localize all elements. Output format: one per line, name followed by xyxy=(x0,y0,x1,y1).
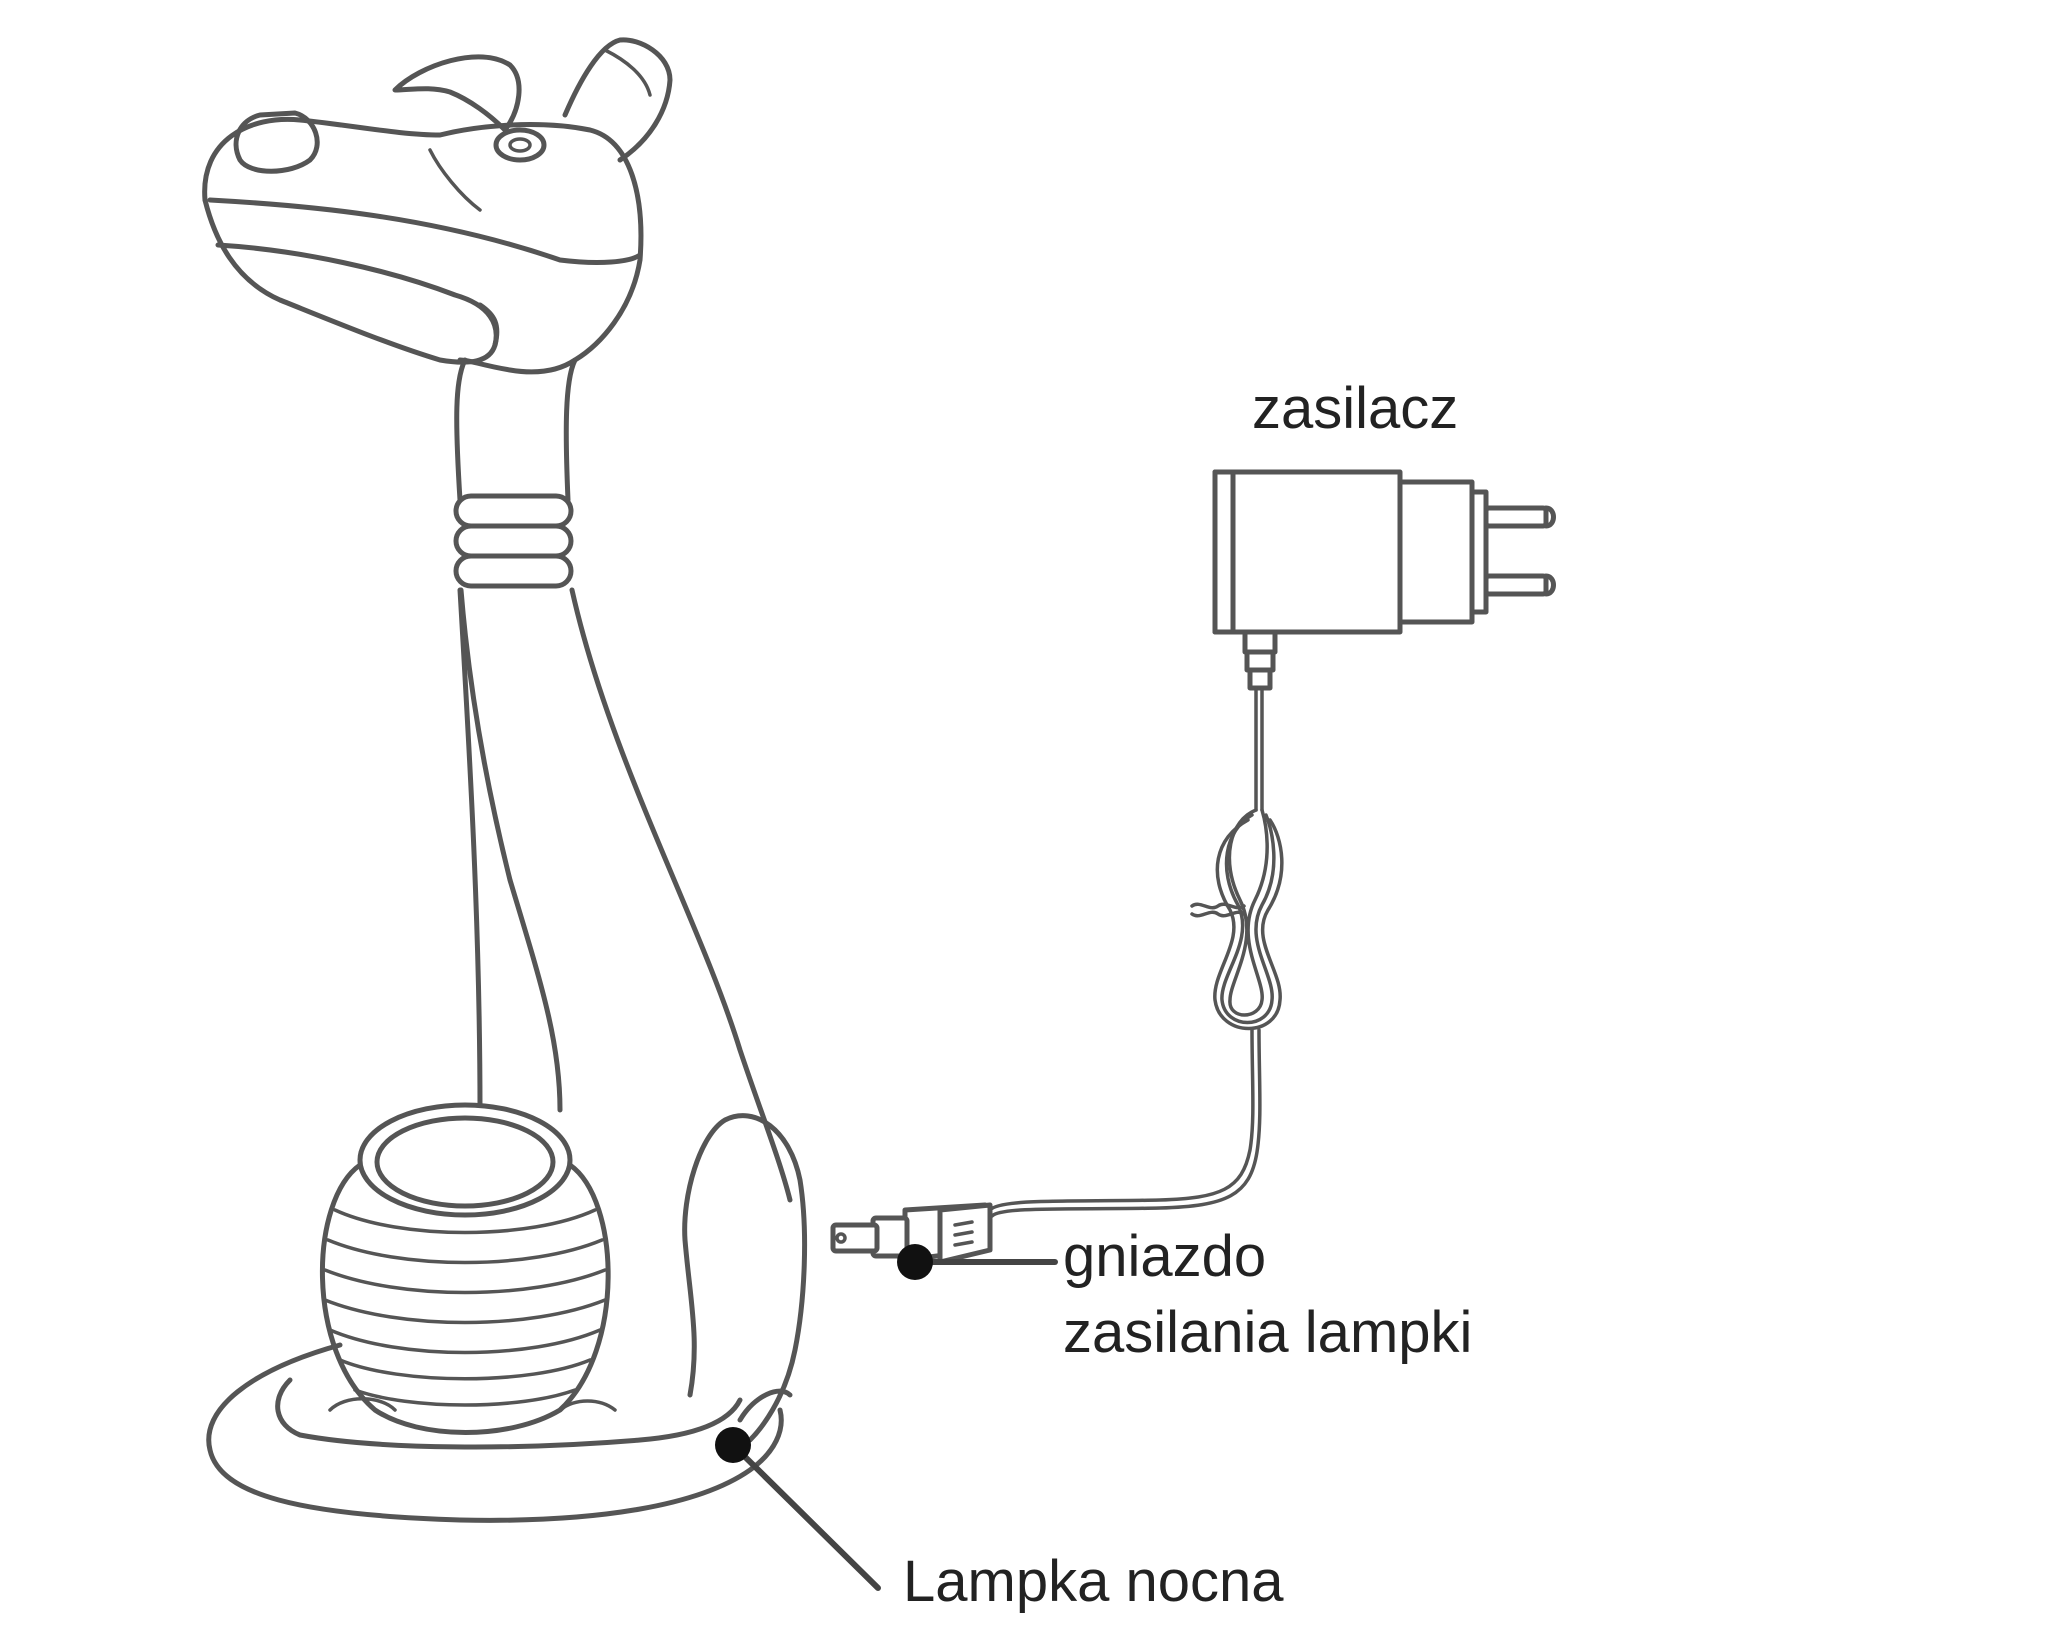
callout-night-lamp xyxy=(715,1427,881,1591)
lamp-neck-rings xyxy=(453,493,574,589)
lamp-body xyxy=(569,587,793,1203)
label-adapter: zasilacz xyxy=(1252,376,1458,441)
label-socket-line2: zasilania lampki xyxy=(1063,1300,1472,1365)
lamp-head xyxy=(202,37,673,375)
callout-night-lamp-marker xyxy=(715,1427,751,1463)
lamp-illustration xyxy=(202,37,808,1523)
lamp-paw xyxy=(682,1113,808,1443)
power-adapter-illustration xyxy=(1212,469,1556,691)
label-socket-line1: gniazdo xyxy=(1063,1224,1266,1289)
label-night-lamp: Lampka nocna xyxy=(903,1549,1284,1614)
lamp-pot xyxy=(320,1102,611,1435)
callout-socket xyxy=(897,1244,1058,1280)
lamp-neck xyxy=(454,357,468,503)
power-cable xyxy=(830,686,1284,1265)
callout-socket-marker xyxy=(897,1244,933,1280)
